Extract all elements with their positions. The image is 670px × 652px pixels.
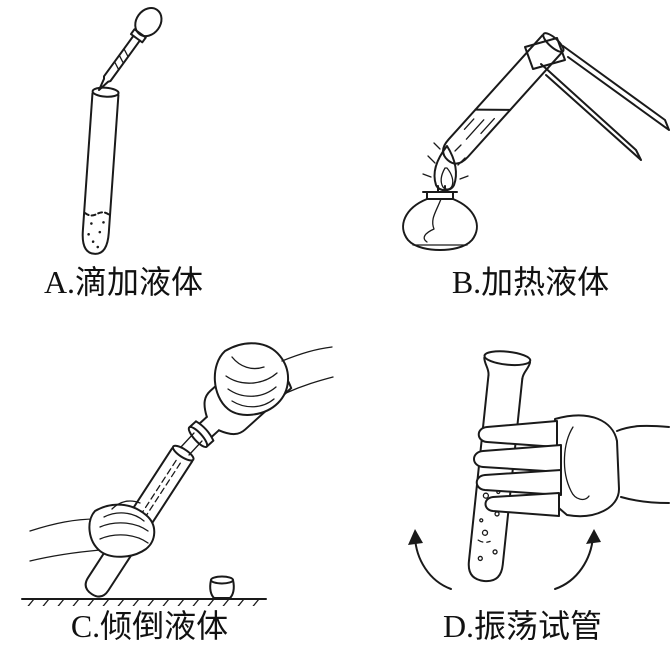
shaking-test-tube-illustration bbox=[408, 350, 670, 590]
dropper bbox=[98, 7, 163, 91]
test-tube bbox=[81, 86, 120, 255]
panel-b-heat-liquid: B.加热液体 bbox=[335, 0, 670, 308]
flame bbox=[422, 142, 469, 192]
swing-arrow-left bbox=[408, 529, 452, 590]
test-tube bbox=[467, 350, 532, 583]
right-hand bbox=[213, 342, 334, 416]
dropper-bulb bbox=[134, 7, 163, 38]
swing-arrow-right bbox=[554, 529, 601, 590]
caption-a: A.滴加液体 bbox=[43, 264, 204, 300]
left-hand bbox=[29, 500, 156, 562]
caption-d: D.振荡试管 bbox=[442, 608, 603, 644]
test-tube-clamp bbox=[524, 37, 670, 161]
dropper-into-test-tube-illustration bbox=[81, 7, 163, 255]
test-tube bbox=[442, 32, 565, 165]
panel-a-add-liquid: A.滴加液体 bbox=[0, 0, 335, 308]
right-hand bbox=[473, 414, 670, 518]
liquid-stream bbox=[180, 432, 203, 456]
caption-b: B.加热液体 bbox=[451, 264, 610, 300]
alcohol-lamp bbox=[402, 185, 478, 251]
panel-d-shake-tube: D.振荡试管 bbox=[335, 330, 670, 652]
table-surface bbox=[21, 598, 267, 606]
liquid-surface bbox=[474, 108, 512, 111]
wick bbox=[423, 198, 442, 243]
caption-c: C.倾倒液体 bbox=[70, 608, 229, 644]
panel-c-pour-liquid: C.倾倒液体 bbox=[0, 330, 335, 652]
pouring-liquid-illustration bbox=[21, 342, 334, 606]
thumb bbox=[563, 426, 590, 501]
heating-test-tube-illustration bbox=[402, 32, 670, 251]
bottle-stopper bbox=[209, 575, 235, 599]
